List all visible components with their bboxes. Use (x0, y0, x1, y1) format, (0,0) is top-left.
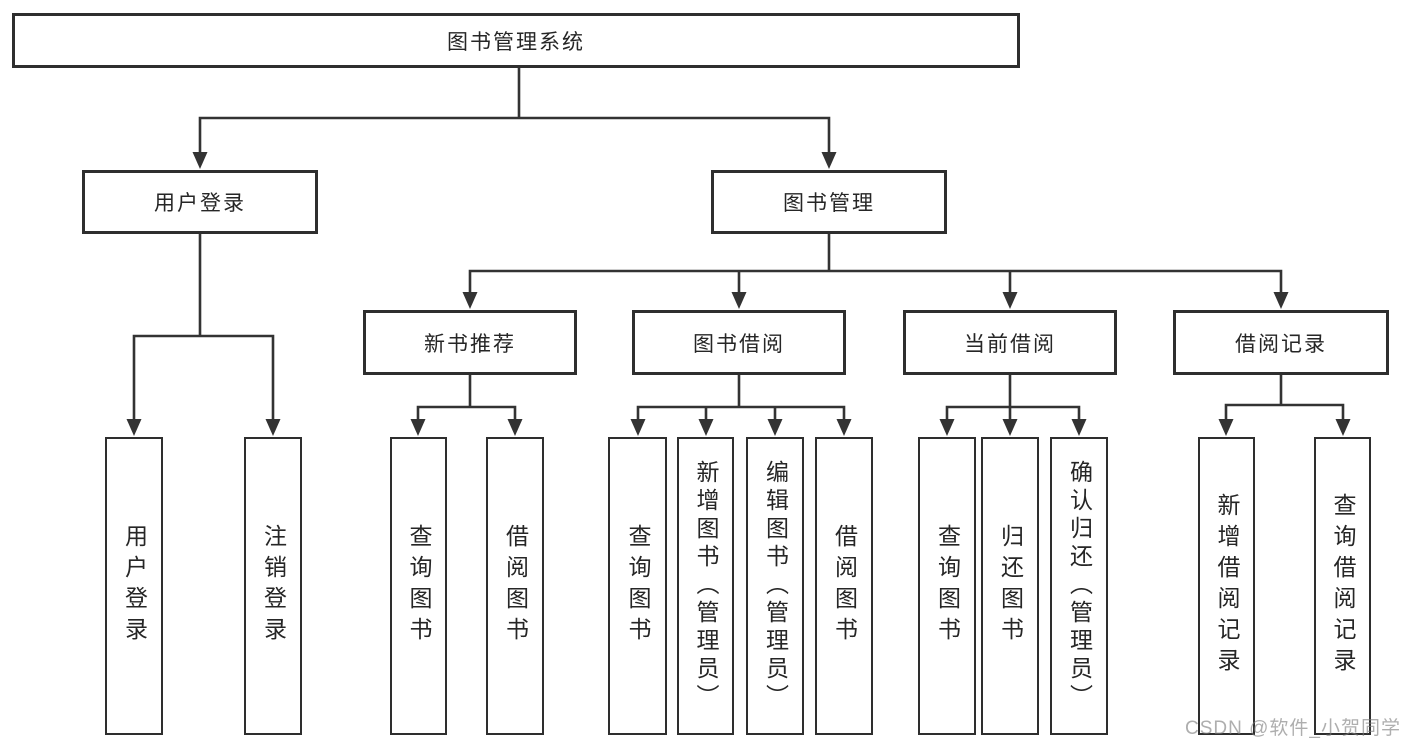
connector-book-borrow (636, 375, 846, 421)
leaf-label: 用户登录 (121, 524, 148, 648)
node-label: 用户登录 (154, 192, 246, 215)
node-user-login-branch: 用户登录 (82, 170, 318, 234)
node-new-book-recommend: 新书推荐 (363, 310, 577, 375)
node-book-borrow: 图书借阅 (632, 310, 846, 375)
leaf-label: 借阅图书 (502, 524, 529, 648)
leaf-borrow-book: 借阅图书 (486, 437, 544, 735)
leaf-label: 查询图书 (934, 524, 961, 648)
leaf-return-book: 归还图书 (981, 437, 1039, 735)
leaf-edit-book-admin: 编辑图书（管理员） (746, 437, 804, 735)
arrowheads (126, 152, 1351, 436)
leaf-add-borrow-record: 新增借阅记录 (1198, 437, 1255, 735)
leaf-query-book: 查询图书 (390, 437, 447, 735)
node-book-management: 图书管理 (711, 170, 947, 234)
node-label: 新书推荐 (424, 332, 516, 356)
leaf-query-borrow-record: 查询借阅记录 (1314, 437, 1371, 735)
leaf-user-login: 用户登录 (105, 437, 163, 735)
node-root-label: 图书管理系统 (447, 30, 585, 54)
node-borrow-records: 借阅记录 (1173, 310, 1389, 375)
node-label: 借阅记录 (1235, 332, 1327, 356)
leaf-label: 注销登录 (260, 524, 287, 648)
node-label: 当前借阅 (964, 332, 1056, 356)
node-label: 图书管理 (783, 192, 875, 215)
leaf-label: 新增借阅记录 (1214, 493, 1240, 679)
connector-borrow-records (1224, 375, 1345, 421)
connector-new-book (416, 375, 517, 421)
leaf-label: 查询借阅记录 (1330, 493, 1356, 679)
connector-user-login (132, 234, 275, 421)
connector-book-mgmt (468, 234, 1283, 294)
leaf-logout: 注销登录 (244, 437, 302, 735)
node-current-borrow: 当前借阅 (903, 310, 1117, 375)
leaf-label: 确认归还（管理员） (1066, 460, 1093, 712)
leaf-query-book: 查询图书 (608, 437, 667, 735)
leaf-label: 编辑图书（管理员） (762, 460, 789, 712)
csdn-watermark: CSDN @软件_小贺同学 (1185, 718, 1401, 739)
leaf-label: 借阅图书 (831, 524, 858, 648)
leaf-label: 归还图书 (997, 524, 1024, 648)
node-root: 图书管理系统 (12, 13, 1020, 68)
leaf-label: 查询图书 (625, 524, 651, 648)
connector-root (198, 68, 831, 154)
leaf-add-book-admin: 新增图书（管理员） (677, 437, 734, 735)
node-label: 图书借阅 (693, 332, 785, 356)
leaf-borrow-book: 借阅图书 (815, 437, 873, 735)
leaf-label: 新增图书（管理员） (693, 460, 719, 712)
leaf-label: 查询图书 (406, 524, 432, 648)
connector-current-borrow (945, 375, 1081, 421)
leaf-confirm-return-admin: 确认归还（管理员） (1050, 437, 1108, 735)
leaf-query-book: 查询图书 (918, 437, 976, 735)
